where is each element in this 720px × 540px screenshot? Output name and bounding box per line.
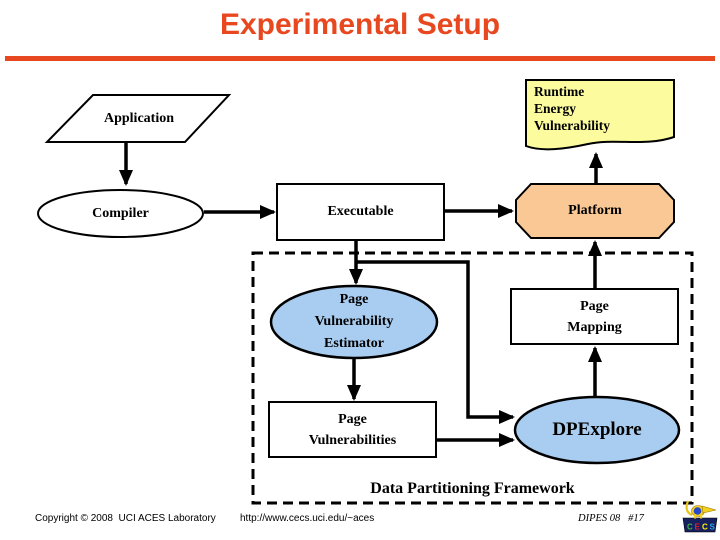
compiler-node-shape <box>37 189 204 238</box>
page-mapping-node-shape <box>510 288 679 345</box>
page-vulnerability-estimator-node-label: Page Vulnerability Estimator <box>314 292 394 351</box>
executable-node-label: Executable <box>327 204 394 219</box>
anteater-tail <box>685 500 693 517</box>
cecs-letter-e: E <box>695 523 701 532</box>
anteater-leg <box>700 514 703 519</box>
page-vulnerabilities-node-shape <box>268 401 437 458</box>
cecs-letter-c2: C <box>702 523 708 532</box>
cecs-letter-s: S <box>710 523 716 532</box>
page-mapping-node-label: Page Mapping <box>567 298 622 335</box>
data-partitioning-framework-group-box <box>251 251 694 505</box>
footer-url: http://www.cecs.uci.edu/~aces <box>240 513 375 524</box>
dpexplore-node-label: DPExplore <box>552 419 642 440</box>
footer-copyright: Copyright © 2008 UCI ACES Laboratory <box>35 513 216 524</box>
anteater-leg <box>694 514 697 519</box>
slide-title: Experimental Setup <box>219 8 501 41</box>
dpexplore-node-shape <box>513 395 681 465</box>
footer-slide-reference: DIPES 08 #17 <box>578 513 644 524</box>
data-partitioning-framework-group-label: Data Partitioning Framework <box>370 480 575 497</box>
title-underline <box>5 56 715 61</box>
cecs-letter-c1: C <box>687 523 693 532</box>
anteater-snout <box>701 505 717 514</box>
compiler-node-label: Compiler <box>92 206 149 221</box>
application-node-label: Application <box>103 110 174 126</box>
runtime-energy-vulnerability-note-label: Runtime Energy Vulnerability <box>534 84 611 133</box>
platform-node-shape <box>515 183 675 239</box>
cecs-logo-base <box>682 517 718 533</box>
cecs-logo: C E C S <box>682 500 718 533</box>
platform-node-label: Platform <box>568 203 622 218</box>
runtime-energy-vulnerability-note-shape <box>525 79 675 151</box>
application-node-shape <box>44 94 232 143</box>
page-vulnerabilities-node-label: Page Vulnerabilities <box>308 411 397 448</box>
arrow-executable-branch-to-dpexplore <box>356 260 515 424</box>
executable-node-shape <box>276 183 445 241</box>
anteater-shirt <box>693 507 702 515</box>
